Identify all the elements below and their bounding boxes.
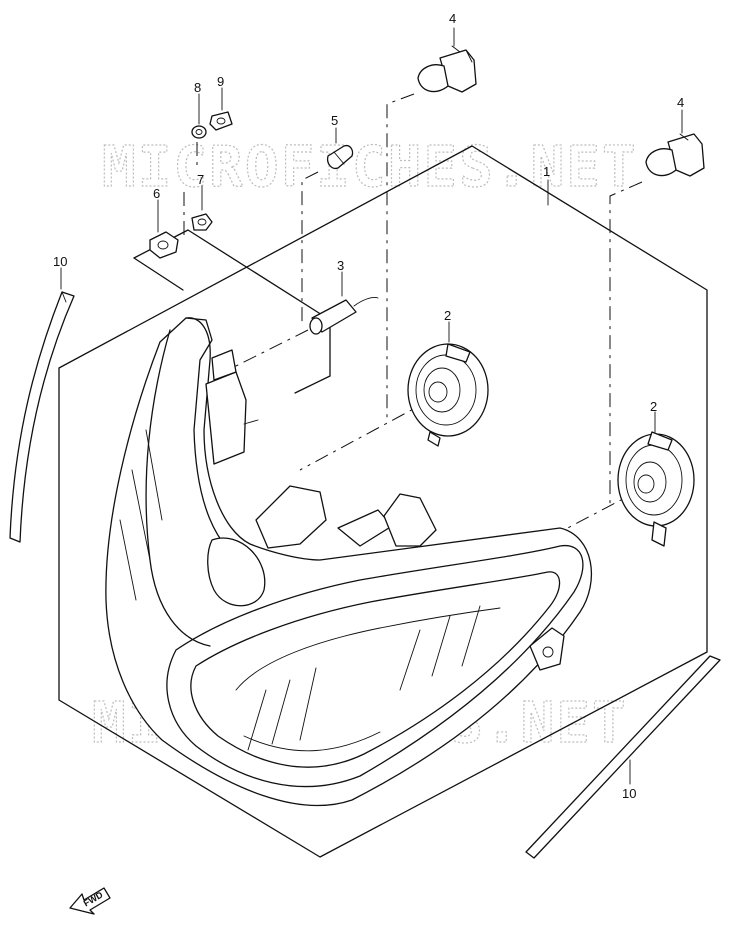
- bulb-cover-part-2-upper: [407, 343, 489, 447]
- assembly-boundary: [58, 145, 708, 858]
- callout-7: 7: [197, 172, 204, 187]
- weatherstrip-left: [9, 291, 75, 543]
- callout-4-right: 4: [677, 95, 684, 110]
- callout-3: 3: [337, 258, 344, 273]
- callout-10-left: 10: [53, 254, 67, 269]
- nut-part-7: [191, 213, 213, 231]
- callout-5: 5: [331, 113, 338, 128]
- weatherstrip-right: [525, 655, 721, 859]
- path-bulb-5: [301, 171, 319, 322]
- position-bulb-part-5: [326, 144, 354, 170]
- path-socket-3: [227, 329, 309, 371]
- callout-8: 8: [194, 80, 201, 95]
- path-bulb-4b: [609, 181, 643, 508]
- callout-1: 1: [543, 164, 550, 179]
- headlamp-bulb-part-4-right: [645, 133, 705, 177]
- bulb-cover-part-2-lower: [617, 431, 695, 547]
- nut-part-9: [209, 111, 233, 131]
- watermark-top: MICROFICHES.NET: [102, 135, 638, 200]
- socket-part-3: [309, 297, 379, 335]
- headlamp-assembly-part-1: [105, 317, 593, 807]
- fwd-arrow-icon: FWD: [69, 887, 111, 915]
- washer-part-8: [191, 125, 207, 139]
- path-bulb-4a: [386, 93, 415, 418]
- callout-10-right: 10: [622, 786, 636, 801]
- callout-9: 9: [217, 74, 224, 89]
- headlamp-bulb-part-4-upper: [417, 45, 477, 93]
- grommet-part-6: [149, 231, 179, 259]
- path-cover-2a: [299, 399, 431, 471]
- callout-4-upper: 4: [449, 11, 456, 26]
- callout-6: 6: [153, 186, 160, 201]
- callout-2-upper: 2: [444, 308, 451, 323]
- callout-2-lower: 2: [650, 399, 657, 414]
